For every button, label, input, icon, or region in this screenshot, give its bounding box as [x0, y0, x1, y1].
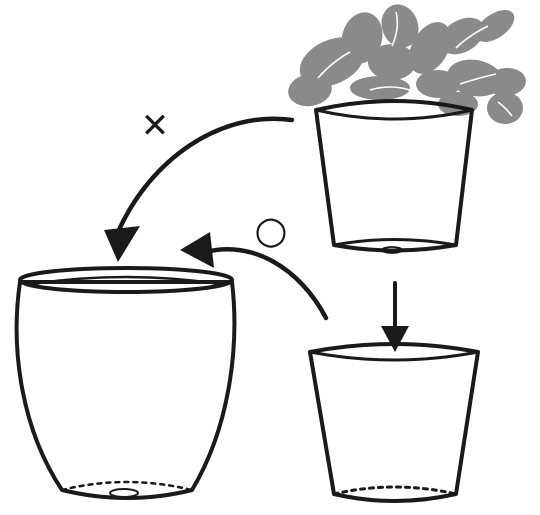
right-arrowhead — [180, 232, 214, 268]
nursery-pot — [316, 101, 472, 253]
right-arrow — [180, 232, 326, 318]
wrong-mark: ✕ — [141, 106, 170, 146]
down-arrow — [381, 283, 409, 352]
plant-foliage — [286, 0, 528, 124]
right-mark: ○ — [254, 208, 287, 252]
down-arrowhead — [381, 326, 409, 352]
potted-plant-icon — [286, 0, 528, 253]
cachepot-drain-hole — [110, 489, 138, 497]
outer-sleeve-icon — [310, 344, 478, 501]
wrong-arrowhead — [104, 226, 140, 262]
cachepot-icon — [17, 268, 235, 498]
